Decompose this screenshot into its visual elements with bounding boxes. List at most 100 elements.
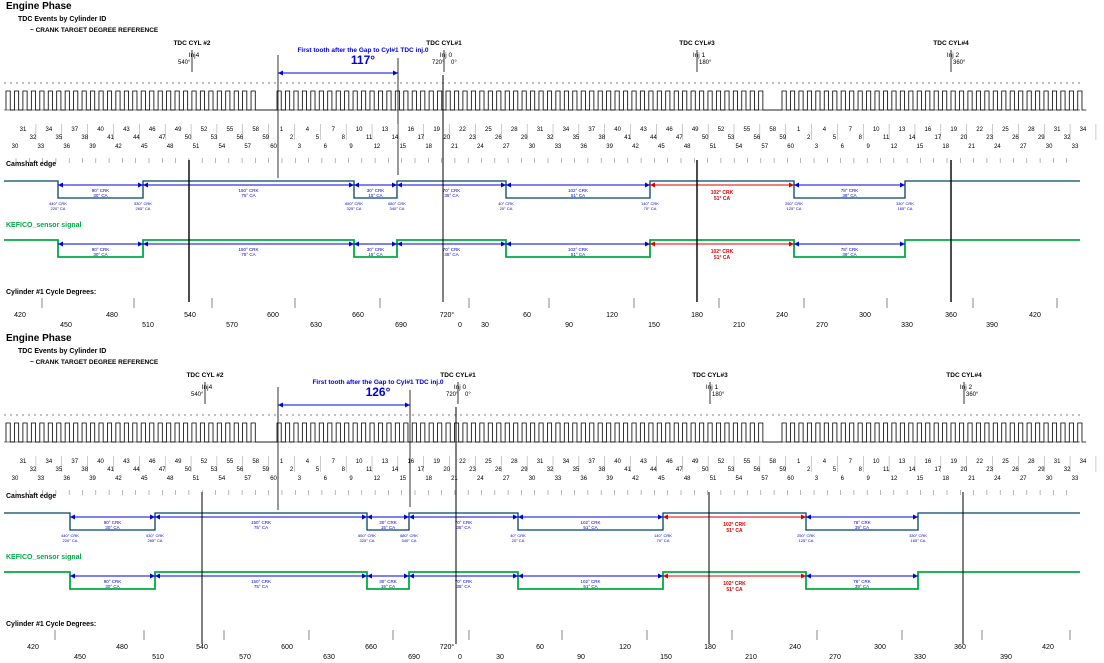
tooth-number: 32 bbox=[30, 467, 37, 473]
cycle-degree: 270 bbox=[829, 654, 841, 661]
tooth-number: 38 bbox=[598, 135, 605, 141]
crank-tooth-waveform bbox=[5, 90, 1087, 111]
tooth-number: 37 bbox=[71, 459, 78, 465]
tooth-number: 13 bbox=[899, 459, 906, 465]
sensor-segment-label: 78° CRK bbox=[853, 579, 871, 584]
tooth-number: 60 bbox=[787, 144, 794, 150]
tooth-number: 41 bbox=[624, 135, 631, 141]
tooth-number: 50 bbox=[185, 135, 192, 141]
tooth-number: 37 bbox=[588, 459, 595, 465]
arrow-head-left bbox=[506, 182, 511, 188]
arrow-head-left bbox=[794, 182, 799, 188]
cam-segment-label: 15° CA bbox=[381, 525, 395, 530]
cam-edge-label: 125° CA bbox=[799, 538, 814, 543]
tooth-number: 56 bbox=[236, 135, 243, 141]
tooth-number: 30 bbox=[1046, 144, 1053, 150]
tooth-number: 26 bbox=[495, 467, 502, 473]
inj-label: Inj 2 bbox=[960, 384, 973, 391]
cam-edge-label: 530° CRK bbox=[146, 533, 164, 538]
sensor-segment-arrow bbox=[518, 573, 663, 579]
inj-label: Inj4 bbox=[202, 384, 213, 391]
tooth-number: 1 bbox=[280, 127, 284, 133]
tooth-number: 42 bbox=[115, 476, 122, 482]
tooth-number: 44 bbox=[133, 467, 140, 473]
cycle-degree: 270 bbox=[816, 322, 828, 329]
tooth-number: 31 bbox=[20, 459, 27, 465]
tooth-number: 53 bbox=[728, 135, 735, 141]
sensor-waveform bbox=[4, 571, 1080, 590]
tooth-number: 1 bbox=[280, 459, 284, 465]
inj-label: Inj4 bbox=[189, 52, 200, 59]
sensor-segment-label: 30° CRK bbox=[367, 247, 385, 252]
arrow-head-left bbox=[278, 402, 283, 408]
tooth-number: 6 bbox=[324, 144, 328, 150]
cam-edge-label: 20° CA bbox=[512, 538, 525, 543]
tooth-number: 28 bbox=[511, 459, 518, 465]
cycle-degree: 570 bbox=[239, 654, 251, 661]
gap-angle-arrow bbox=[278, 70, 398, 76]
cycle-degree: 720° bbox=[440, 643, 455, 651]
arrow-head-right bbox=[404, 514, 409, 520]
cycle-degree: 420 bbox=[1042, 644, 1054, 651]
arrow-head-left bbox=[70, 514, 75, 520]
cam-segment-label: 78° CRK bbox=[841, 188, 859, 193]
tooth-number: 7 bbox=[849, 127, 853, 133]
tooth-number: 3 bbox=[298, 476, 302, 482]
tooth-number: 42 bbox=[115, 144, 122, 150]
tooth-number: 24 bbox=[994, 144, 1001, 150]
sensor-segment-label: 102° CRK bbox=[568, 247, 588, 252]
arrow-head-right bbox=[789, 241, 794, 247]
cam-segment-label: 75° CA bbox=[254, 525, 268, 530]
cycle-degree: 60 bbox=[523, 312, 531, 319]
tooth-number: 6 bbox=[841, 144, 845, 150]
tooth-number: 29 bbox=[521, 135, 528, 141]
cam-segment-label: 30° CRK bbox=[367, 188, 385, 193]
cam-edge-label: 220° CA bbox=[51, 206, 66, 211]
tooth-number: 44 bbox=[650, 135, 657, 141]
tooth-number: 7 bbox=[849, 459, 853, 465]
tooth-number: 58 bbox=[769, 127, 776, 133]
cycle-degree: 360 bbox=[945, 312, 957, 319]
sensor-segment-label: 90° CRK bbox=[92, 247, 110, 252]
cam-segment-label: 150° CRK bbox=[251, 520, 271, 525]
tooth-number: 48 bbox=[167, 476, 174, 482]
tooth-number: 33 bbox=[555, 144, 562, 150]
tooth-number: 10 bbox=[873, 459, 880, 465]
tooth-number: 42 bbox=[632, 144, 639, 150]
arrow-head-left bbox=[518, 514, 523, 520]
cycle-degree: 330 bbox=[914, 654, 926, 661]
cam-segment-label: 51° CA bbox=[571, 193, 585, 198]
tooth-number: 37 bbox=[71, 127, 78, 133]
arrow-head-left bbox=[155, 573, 160, 579]
tooth-number: 28 bbox=[511, 127, 518, 133]
tooth-number: 13 bbox=[382, 127, 389, 133]
cycle-degree: 420 bbox=[27, 644, 39, 651]
cycle-degree: 90 bbox=[577, 654, 585, 661]
tooth-number: 44 bbox=[133, 135, 140, 141]
tooth-number: 16 bbox=[407, 459, 414, 465]
tooth-number: 40 bbox=[97, 459, 104, 465]
sensor-segment-arrow bbox=[409, 573, 518, 579]
tooth-number: 1 bbox=[797, 127, 801, 133]
tooth-number: 57 bbox=[761, 144, 768, 150]
sensor-segment-arrow bbox=[794, 241, 905, 247]
tooth-number: 9 bbox=[866, 144, 870, 150]
arrow-head-right bbox=[138, 241, 143, 247]
tooth-number: 10 bbox=[356, 127, 363, 133]
arrow-head-left bbox=[58, 241, 63, 247]
tooth-number: 18 bbox=[942, 144, 949, 150]
tooth-number: 4 bbox=[306, 459, 310, 465]
tooth-number: 31 bbox=[537, 127, 544, 133]
sensor-segment-arrow bbox=[70, 573, 155, 579]
tooth-number: 34 bbox=[1080, 459, 1087, 465]
tooth-number: 49 bbox=[175, 127, 182, 133]
cam-edge-label: 650° CRK bbox=[345, 201, 363, 206]
cam-edge-label: 340° CA bbox=[402, 538, 417, 543]
cam-segment-arrow bbox=[518, 514, 663, 520]
tooth-number: 3 bbox=[815, 144, 819, 150]
tooth-number: 55 bbox=[744, 127, 751, 133]
tooth-number: 21 bbox=[451, 476, 458, 482]
cycle-degree: 600 bbox=[281, 644, 293, 651]
tooth-number: 52 bbox=[201, 127, 208, 133]
tooth-number: 56 bbox=[754, 135, 761, 141]
